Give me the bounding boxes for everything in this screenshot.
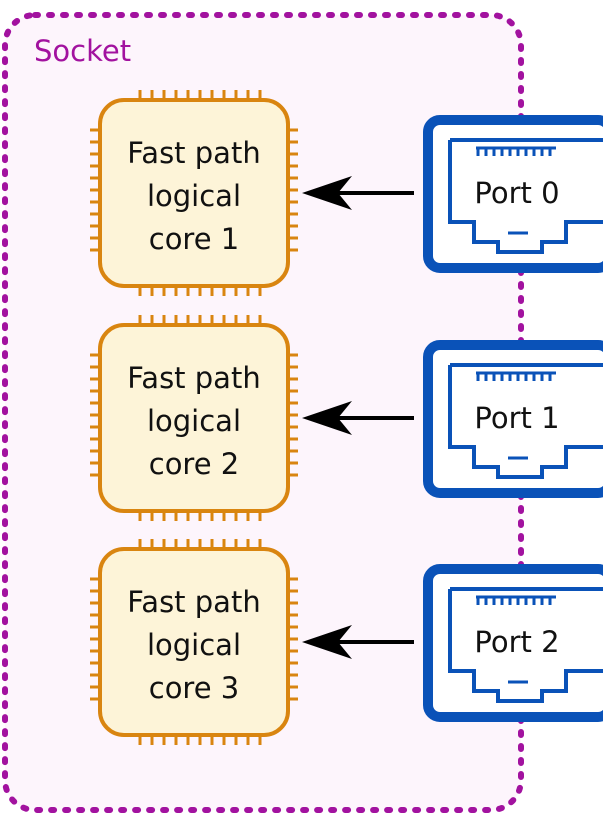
core-3: Fast path logical core 3	[90, 539, 298, 745]
rj45-pins	[476, 595, 556, 605]
port-label: Port 2	[474, 625, 559, 659]
ethernet-port-icon	[423, 115, 603, 273]
core-label-line-2: logical	[147, 404, 241, 438]
arrow-port2-to-core3	[302, 625, 414, 659]
arrow-port0-to-core1	[302, 176, 414, 210]
core-chip-pins	[90, 539, 298, 745]
ethernet-port-icon	[423, 340, 603, 498]
core-2: Fast path logical core 2	[90, 315, 298, 521]
core-label-line-3: core 3	[149, 671, 239, 705]
arrow-head	[302, 625, 352, 659]
rj45-pins	[476, 371, 556, 381]
core-chip-pins	[90, 315, 298, 521]
rj45-jack-outline	[448, 587, 603, 703]
arrow-head	[302, 401, 352, 435]
port-2: Port 2	[423, 564, 603, 722]
core-label-line-1: Fast path	[127, 361, 260, 395]
core-chip-body	[98, 547, 290, 737]
core-1: Fast path logical core 1	[90, 90, 298, 296]
socket-label: Socket	[34, 34, 131, 68]
core-chip-body	[98, 323, 290, 513]
port-label: Port 1	[474, 401, 559, 435]
rj45-jack-outline	[448, 363, 603, 479]
core-label-line-3: core 1	[149, 222, 239, 256]
core-label-line-3: core 2	[149, 447, 239, 481]
port-1: Port 1	[423, 340, 603, 498]
core-label-line-2: logical	[147, 179, 241, 213]
core-chip-body	[98, 98, 290, 288]
arrow-port1-to-core2	[302, 401, 414, 435]
core-label-line-1: Fast path	[127, 136, 260, 170]
core-label-line-2: logical	[147, 628, 241, 662]
rj45-pins	[476, 146, 556, 156]
port-0: Port 0	[423, 115, 603, 273]
arrow-head	[302, 176, 352, 210]
port-label: Port 0	[474, 176, 559, 210]
core-chip-pins	[90, 90, 298, 296]
core-label-line-1: Fast path	[127, 585, 260, 619]
rj45-jack-outline	[448, 138, 603, 254]
ethernet-port-icon	[423, 564, 603, 722]
